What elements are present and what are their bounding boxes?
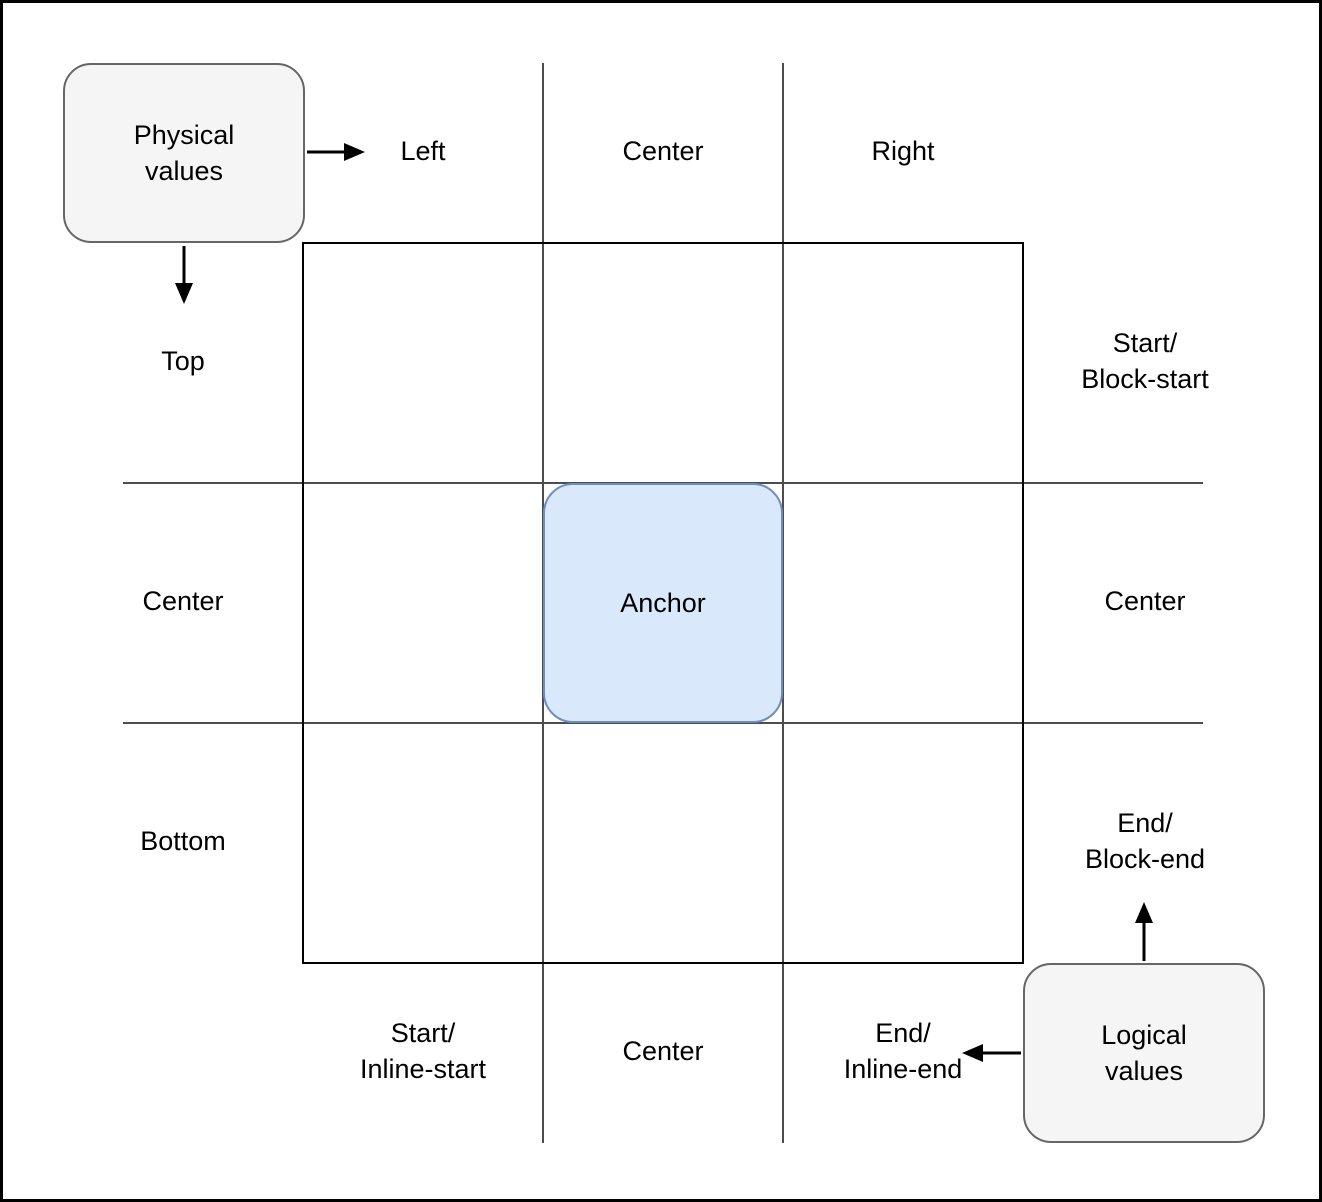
label-bottom-center: Center xyxy=(622,1036,704,1066)
logical-up-arrow-icon xyxy=(1135,902,1153,961)
label-block-end: End/ Block-end xyxy=(1084,808,1206,874)
label-inline-end: End/ Inline-end xyxy=(843,1018,963,1084)
logical-left-arrow-icon xyxy=(962,1044,1021,1062)
anchor-box: Anchor xyxy=(543,483,783,723)
label-bottom: Bottom xyxy=(140,826,226,856)
label-center-right: Center xyxy=(1104,586,1186,616)
label-top: Top xyxy=(161,346,205,376)
physical-right-arrow-icon xyxy=(307,143,365,161)
label-block-start: Start/ Block-start xyxy=(1081,328,1209,394)
label-left: Left xyxy=(400,136,446,166)
label-center-left: Center xyxy=(142,586,224,616)
physical-values-box: Physical values xyxy=(63,63,305,243)
physical-down-arrow-icon xyxy=(175,246,193,304)
label-inline-start: Start/ Inline-start xyxy=(359,1018,487,1084)
logical-values-box: Logical values xyxy=(1023,963,1265,1143)
label-right: Right xyxy=(871,136,935,166)
grid-outline-box xyxy=(302,242,1024,964)
label-top-center: Center xyxy=(622,136,704,166)
